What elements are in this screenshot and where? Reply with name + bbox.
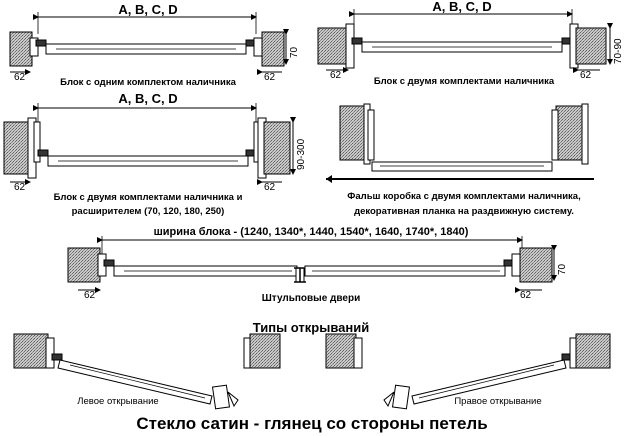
panel3-header: A, B, C, D [118, 91, 177, 106]
label-right-opening: Правое открывание [454, 396, 541, 407]
dim-70-b: 70 [557, 263, 568, 275]
label-false-box-1: Фальш коробка с двумя комплектами наличн… [347, 191, 580, 202]
label-false-box-2: декоративная планка на раздвижную систем… [354, 206, 574, 217]
dim-62-left-3: 62 [14, 182, 26, 193]
bottom-title: Стекло сатин - глянец со стороны петель [136, 414, 487, 433]
dim-62-left-5: 62 [84, 290, 96, 301]
panel-double-doors: ширина блока - (1240, 1340*, 1440, 1540*… [67, 226, 568, 304]
panel2-header: A, B, C, D [432, 0, 491, 14]
dim-62-left-2: 62 [330, 70, 342, 81]
dim-90-300: 90-300 [296, 138, 307, 170]
dim-62-right-5: 62 [520, 290, 532, 301]
label-single-set: Блок с одним комплектом наличника [60, 77, 236, 88]
dim-62-left: 62 [14, 72, 26, 83]
dim-70: 70 [289, 46, 300, 58]
dim-62-right-2: 62 [580, 70, 592, 81]
panel-false-box: Фальш коробка с двумя комплектами наличн… [326, 103, 594, 217]
label-opening-types: Типы открываний [253, 320, 369, 335]
label-block-width: ширина блока - (1240, 1340*, 1440, 1540*… [154, 226, 469, 238]
panel-two-sets: A, B, C, D 70-90 62 62 Блок с двумя комп… [317, 0, 624, 87]
panel-single-set: A, B, C, D 70 62 62 Блок с одним комплек… [9, 2, 300, 88]
panel-opening-types: Типы открываний Левое открывание Правое … [13, 320, 611, 410]
wall-right [261, 31, 285, 67]
label-two-sets: Блок с двумя комплектами наличника [374, 76, 555, 87]
dim-62-right: 62 [264, 72, 276, 83]
label-extender-1: Блок с двумя комплектами наличника и [54, 192, 243, 203]
dim-62-right-3: 62 [264, 182, 276, 193]
label-left-opening: Левое открывание [77, 396, 158, 407]
label-extender-2: расширителем (70, 120, 180, 250) [72, 206, 225, 217]
label-double-doors: Штульповые двери [262, 293, 360, 304]
dim-70-90: 70-90 [613, 38, 624, 64]
panel1-header: A, B, C, D [118, 2, 177, 17]
wall-left [9, 31, 33, 67]
panel-extender: A, B, C, D 90-300 62 62 Блок с двумя ком… [3, 91, 307, 217]
